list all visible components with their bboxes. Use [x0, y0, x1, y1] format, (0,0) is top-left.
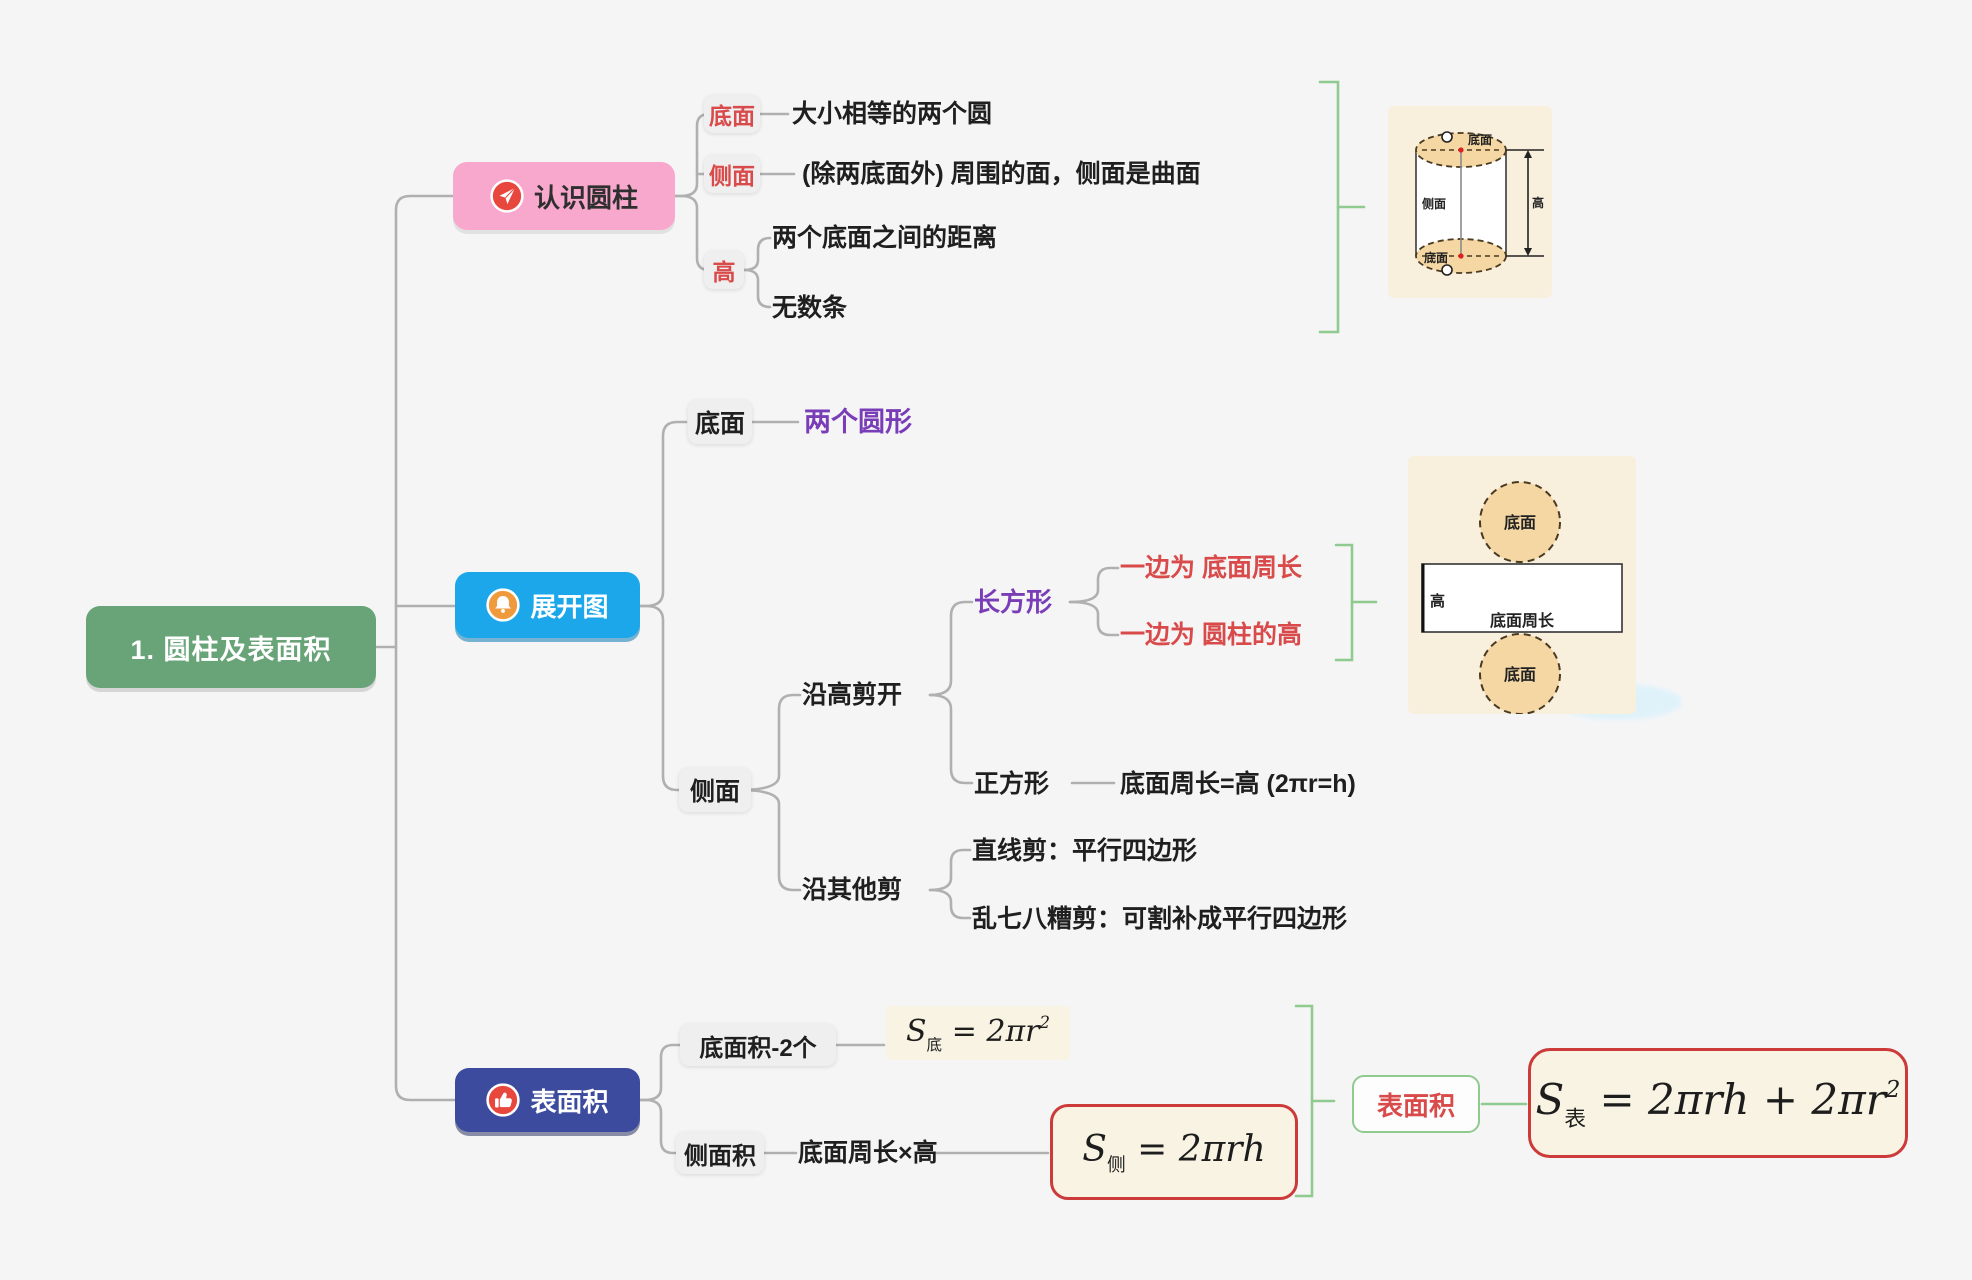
unfold-rect-text: 长方形: [974, 587, 1053, 617]
svg-text:底面周长: 底面周长: [1490, 611, 1555, 630]
unfolded-net-figure[interactable]: 底面 高 底面周长 底面: [1408, 456, 1636, 714]
root-label: 1. 圆柱及表面积: [130, 634, 332, 665]
unfold-square-text: 正方形: [974, 770, 1050, 798]
unfold-cut-other-text: 沿其他剪: [802, 876, 903, 904]
dart-icon: [490, 179, 524, 213]
side-formula-text: S侧 = 2πrh: [1082, 1128, 1266, 1177]
cylinder-figure[interactable]: 底面 侧面 底面 高: [1388, 106, 1552, 298]
unfold-rect-item2-text: 一边为 圆柱的高: [1120, 621, 1302, 649]
unfold-square[interactable]: 正方形: [974, 769, 1049, 799]
svg-text:底面: 底面: [1468, 132, 1492, 147]
unfolded-net-drawing: 底面 高 底面周长 底面: [1421, 481, 1623, 714]
surface-side-chip[interactable]: 侧面积: [676, 1132, 764, 1174]
branch-know-label: 认识圆柱: [533, 182, 638, 213]
know-side-desc[interactable]: (除两底面外) 周围的面，侧面是曲面: [802, 159, 1201, 189]
surface-side-formula[interactable]: S侧 = 2πrh: [1050, 1104, 1298, 1200]
unfold-square-desc-text: 底面周长=高 (2πr=h): [1120, 770, 1356, 798]
branch-know-cylinder[interactable]: 认识圆柱: [453, 162, 675, 230]
unfold-rect-item1-text: 一边为 底面周长: [1120, 554, 1302, 582]
surface-base-chip[interactable]: 底面积-2个: [680, 1024, 836, 1066]
know-side-chip[interactable]: 侧面: [704, 155, 760, 193]
unfold-rect-item-1[interactable]: 一边为 底面周长: [1120, 553, 1302, 583]
branch-surface-area[interactable]: 表面积: [455, 1068, 640, 1132]
know-height-item2-text: 无数条: [772, 294, 848, 322]
know-height-chip[interactable]: 高: [704, 251, 744, 289]
svg-text:高: 高: [1532, 195, 1544, 210]
surface-total-chip[interactable]: 表面积: [1352, 1075, 1480, 1133]
know-side-label: 侧面: [709, 163, 755, 189]
unfold-rect[interactable]: 长方形: [974, 587, 1052, 617]
svg-text:侧面: 侧面: [1422, 196, 1446, 211]
unfold-cut-other-item-2[interactable]: 乱七八糟剪：可割补成平行四边形: [972, 904, 1347, 934]
branch-surface-label: 表面积: [530, 1086, 609, 1117]
unfold-cut-height-text: 沿高剪开: [802, 681, 903, 709]
total-formula-text: S表 = 2πrh + 2πr2: [1535, 1075, 1901, 1132]
thumbs-up-icon: [486, 1083, 521, 1117]
unfold-cut-height[interactable]: 沿高剪开: [802, 680, 902, 710]
know-height-label: 高: [712, 259, 736, 285]
surface-side-desc-text: 底面周长×高: [798, 1139, 938, 1167]
svg-text:高: 高: [1430, 592, 1445, 610]
surface-side-desc[interactable]: 底面周长×高: [798, 1138, 938, 1168]
svg-text:底面: 底面: [1424, 250, 1448, 265]
svg-text:底面: 底面: [1504, 513, 1536, 532]
unfold-cut-other[interactable]: 沿其他剪: [802, 875, 902, 905]
unfold-side-label: 侧面: [689, 778, 740, 806]
unfold-cut-other-item-1[interactable]: 直线剪：平行四边形: [972, 836, 1197, 866]
base-formula-text: S底 = 2πr2: [905, 1012, 1051, 1054]
unfold-square-desc[interactable]: 底面周长=高 (2πr=h): [1120, 769, 1356, 799]
surface-base-formula[interactable]: S底 = 2πr2: [886, 1006, 1070, 1060]
group-brackets: [1294, 80, 1528, 1198]
unfold-side-chip[interactable]: 侧面: [679, 768, 751, 812]
unfold-base-desc-text: 两个圆形: [804, 407, 912, 437]
bell-icon: [486, 588, 521, 622]
know-height-item-1[interactable]: 两个底面之间的距离: [772, 223, 997, 253]
unfold-cut-other-item2-text: 乱七八糟剪：可割补成平行四边形: [972, 905, 1348, 933]
know-height-item1-text: 两个底面之间的距离: [772, 224, 998, 252]
unfold-rect-item-2[interactable]: 一边为 圆柱的高: [1120, 620, 1302, 650]
unfold-base-chip[interactable]: 底面: [688, 400, 752, 444]
know-base-desc-text: 大小相等的两个圆: [792, 100, 993, 128]
surface-base-label: 底面积-2个: [699, 1034, 817, 1062]
know-height-item-2[interactable]: 无数条: [772, 293, 847, 323]
unfold-base-label: 底面: [694, 410, 745, 438]
root-node[interactable]: 1. 圆柱及表面积: [86, 606, 376, 688]
cylinder-drawing: 底面 侧面 底面 高: [1415, 131, 1544, 276]
branch-unfold[interactable]: 展开图: [455, 572, 640, 638]
know-base-chip[interactable]: 底面: [704, 95, 760, 133]
surface-total-label: 表面积: [1376, 1090, 1455, 1121]
know-side-desc-text: (除两底面外) 周围的面，侧面是曲面: [802, 160, 1201, 188]
surface-total-formula[interactable]: S表 = 2πrh + 2πr2: [1528, 1048, 1908, 1158]
branch-unfold-label: 展开图: [530, 591, 609, 622]
know-base-desc[interactable]: 大小相等的两个圆: [792, 99, 992, 129]
unfold-cut-other-item1-text: 直线剪：平行四边形: [972, 837, 1198, 865]
unfold-base-desc[interactable]: 两个圆形: [804, 407, 912, 437]
svg-text:底面: 底面: [1504, 665, 1536, 684]
know-base-label: 底面: [709, 103, 755, 129]
surface-side-label: 侧面积: [684, 1142, 756, 1170]
